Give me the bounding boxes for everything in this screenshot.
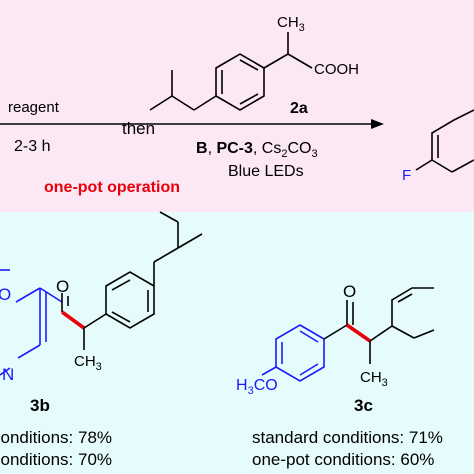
reactant-ch3-label: CH3 [277,14,305,34]
product-3c-structure [261,287,435,382]
product-3c-new-bond [345,323,372,343]
reactant-id-label: 2a [290,100,308,117]
product-3c-onepot-yield: one-pot conditions: 60% [252,450,434,469]
top-panel-background [0,0,474,212]
product-f-label: F [402,167,411,184]
reactant-cooh-label: COOH [314,61,359,78]
time-label: 2-3 h [14,138,50,155]
product-3c-h3co-label: H3CO [236,377,278,397]
reactant-2a-structure [149,32,313,111]
product-3c-o-label: O [343,282,356,301]
product-3c-ch3-label: CH3 [360,369,388,389]
product-3b-o-left: O [0,285,11,304]
reaction-arrow [0,119,384,129]
product-3b-structure [0,211,203,376]
product-3b-onepot-yield: conditions: 70% [0,450,112,469]
product-3c-standard-yield: standard conditions: 71% [252,428,443,447]
product-3b-ch3-label: CH3 [74,353,102,373]
product-3b-id: 3b [30,396,50,415]
product-3b-new-bond [60,310,86,330]
light-label: Blue LEDs [228,163,304,180]
one-pot-label: one-pot operation [44,179,180,196]
product-3b-n-label: N [2,365,14,384]
reagent-label: reagent [8,99,60,116]
then-label: then [122,119,155,138]
bottom-panel-background [0,212,474,474]
product-3b-o-label: O [56,277,69,296]
product-3c-id: 3c [354,396,373,415]
conditions-line: B, PC-3, Cs2CO3 [196,140,318,160]
product-3b-standard-yield: conditions: 78% [0,428,112,447]
product-fluorophenyl-fragment [415,109,474,173]
